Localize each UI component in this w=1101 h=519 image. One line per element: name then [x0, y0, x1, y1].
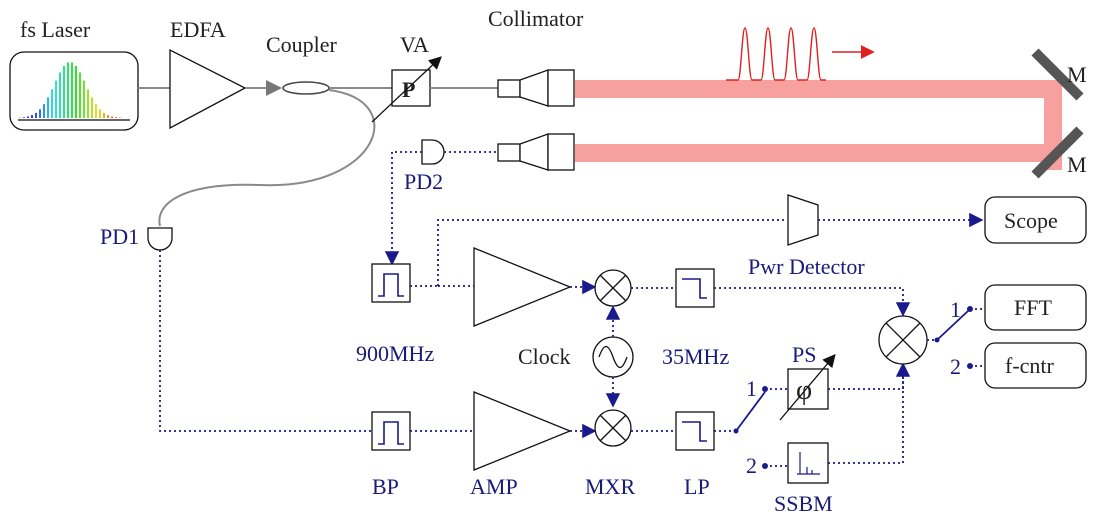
phase-shifter: φ — [779, 354, 836, 421]
coupler-label: Coupler — [266, 32, 338, 57]
mirror2-label: M — [1067, 152, 1087, 177]
va-glyph: P — [402, 77, 415, 102]
amplifier-bottom — [473, 391, 572, 471]
scope-box — [984, 196, 1087, 244]
collimator-label: Collimator — [488, 6, 584, 31]
scope-label: Scope — [1004, 208, 1058, 233]
fcntr-label: f-cntr — [1005, 353, 1055, 378]
variable-attenuator: P — [371, 56, 442, 123]
beam-return — [575, 144, 1055, 162]
mirror1-label: M — [1067, 62, 1087, 87]
fcntr-box — [984, 342, 1087, 389]
pd2-label: PD2 — [404, 169, 443, 194]
wire-node-pwrdet — [437, 219, 785, 286]
wire-pd1-bpf — [159, 250, 372, 432]
bandpass-filter-900 — [371, 263, 411, 303]
fiber-coupler-pd1 — [158, 89, 376, 227]
clock-oscillator — [592, 336, 634, 378]
ps-label: PS — [792, 342, 816, 367]
switch1-pos1: 1 — [746, 376, 757, 401]
lowpass-filter-bottom — [675, 411, 715, 451]
mixer-final — [878, 315, 928, 365]
bandpass-filter-bottom — [371, 411, 411, 451]
ssbm-label: SSBM — [774, 491, 833, 516]
collimator-top — [497, 69, 575, 107]
pwr-detector-label: Pwr Detector — [748, 254, 865, 279]
pd1-label: PD1 — [100, 224, 139, 249]
power-detector — [787, 194, 819, 246]
wire-pd2-bpf900 — [384, 151, 422, 266]
wire-ps-mixer-final — [828, 362, 911, 390]
wire-ssbm-mixer-final — [828, 366, 904, 464]
mirror-bottom — [1031, 126, 1084, 179]
mixer-top — [594, 269, 632, 307]
edfa-amplifier — [169, 48, 247, 130]
freq-35-label: 35MHz — [662, 344, 729, 369]
switch1-pos2: 2 — [746, 453, 757, 478]
pd1-photodetector — [147, 227, 173, 251]
mirror-top — [1031, 48, 1084, 101]
fs-laser-label: fs Laser — [20, 17, 91, 42]
ssbm-modulator — [787, 442, 829, 484]
bp-label: BP — [372, 474, 399, 499]
amp-label: AMP — [470, 474, 518, 499]
edfa-label: EDFA — [170, 17, 226, 42]
pd2-photodetector — [421, 139, 445, 165]
va-label: VA — [400, 32, 429, 57]
amplifier-top — [473, 247, 572, 327]
freq-900-label: 900MHz — [356, 341, 434, 366]
laser-spectrum-icon — [19, 62, 121, 118]
fs-laser — [9, 51, 139, 131]
wire-lp-top-mixer-final — [714, 287, 911, 317]
collimator-bottom — [497, 133, 575, 171]
fft-box — [984, 284, 1087, 331]
pulse-train-icon — [726, 27, 875, 81]
mixer-bottom — [594, 409, 632, 447]
coupler-icon — [282, 81, 330, 95]
switch2-pos1: 1 — [950, 297, 961, 322]
clock-label: Clock — [518, 344, 571, 369]
lowpass-filter-top — [675, 268, 715, 308]
switch2-pos2: 2 — [950, 354, 961, 379]
beam-outgoing — [575, 80, 1055, 98]
lp-label: LP — [684, 474, 710, 499]
mxr-label: MXR — [585, 474, 635, 499]
fft-label: FFT — [1014, 295, 1052, 320]
